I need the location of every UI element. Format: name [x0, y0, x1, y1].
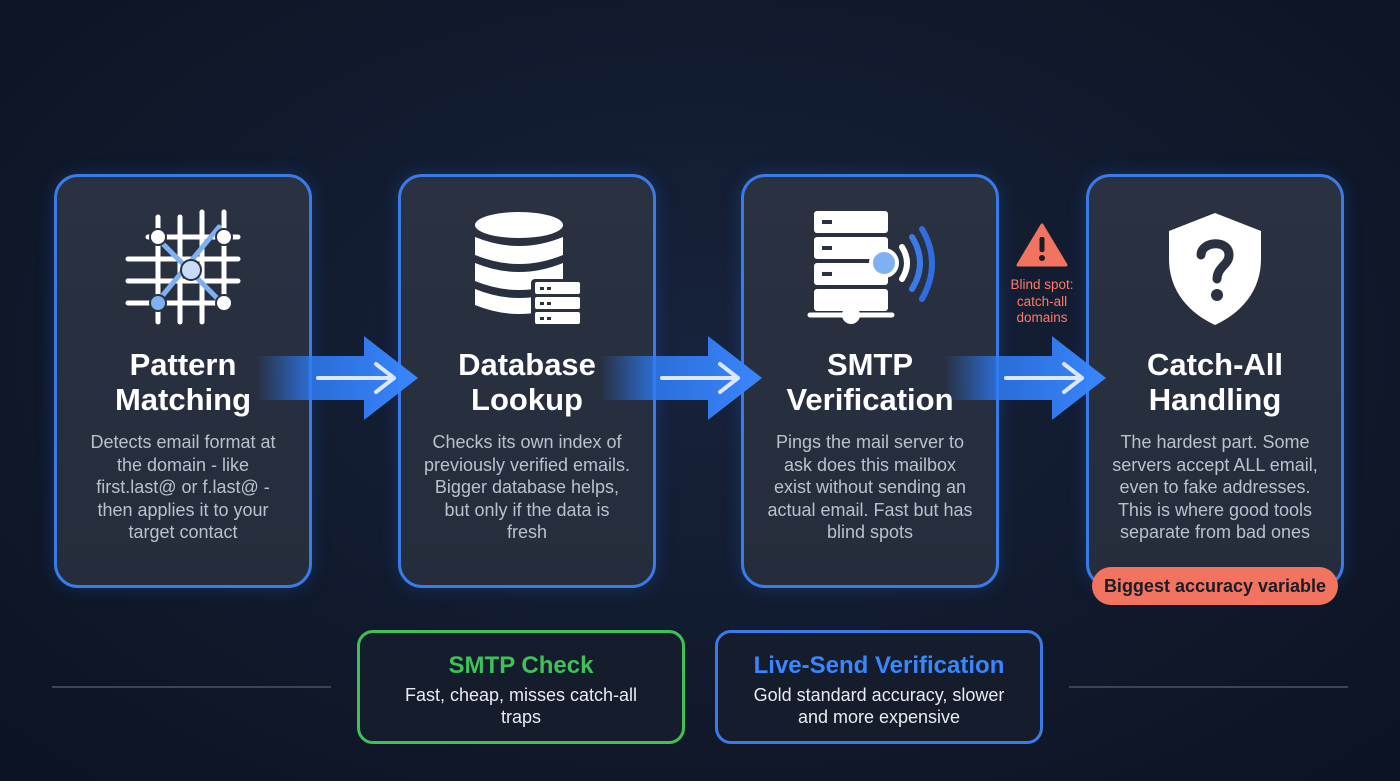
smtp-check-box: SMTP Check Fast, cheap, misses catch-all…	[357, 630, 685, 744]
box-title: SMTP Check	[448, 652, 594, 679]
flow-arrow-1	[256, 336, 418, 420]
flow-arrow-3	[944, 336, 1106, 420]
live-send-verification-box: Live-Send Verification Gold standard acc…	[715, 630, 1043, 744]
flow-arrow-2	[600, 336, 762, 420]
box-title: Live-Send Verification	[753, 652, 1005, 679]
network-grid-icon	[57, 207, 309, 327]
shield-question-icon	[1089, 207, 1341, 327]
database-server-icon	[401, 207, 653, 327]
warning-triangle-icon	[1016, 223, 1068, 267]
server-ping-icon	[744, 207, 996, 327]
accuracy-badge: Biggest accuracy variable	[1092, 567, 1338, 605]
divider-left	[52, 686, 331, 688]
divider-right	[1069, 686, 1348, 688]
